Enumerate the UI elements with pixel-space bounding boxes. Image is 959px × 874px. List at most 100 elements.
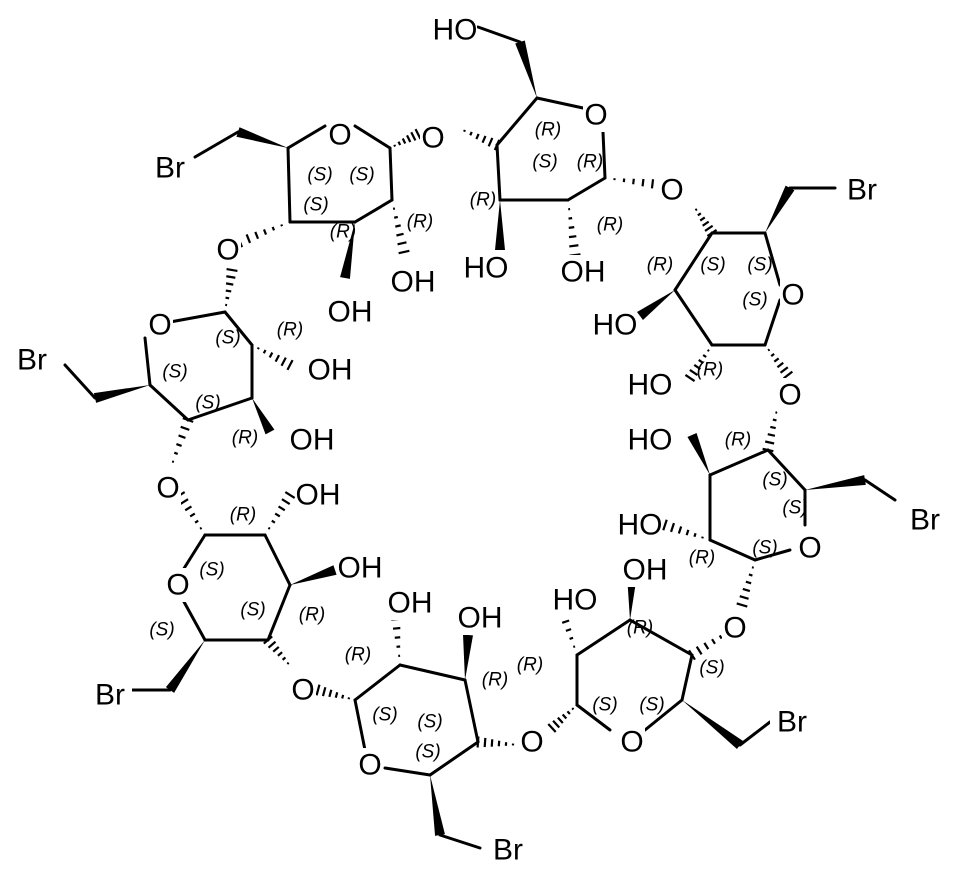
wedge-bond: [430, 775, 445, 836]
stereo-descriptor: (S): [349, 165, 374, 186]
stereo-descriptor: (S): [303, 195, 328, 216]
bromine-label: Br: [777, 706, 807, 739]
hashed-bond: [547, 707, 575, 733]
wedge-bond: [495, 200, 505, 250]
stereo-descriptor: (R): [647, 255, 673, 276]
hashed-bond: [684, 349, 710, 382]
single-bond: [398, 663, 467, 682]
stereo-descriptor: (S): [747, 255, 772, 276]
single-bond: [353, 124, 392, 150]
single-bond: [353, 698, 367, 752]
single-bond: [628, 618, 694, 657]
hydroxyl-label: HO: [618, 509, 663, 542]
single-bond: [186, 396, 254, 422]
hydroxyl-label: OH: [296, 479, 341, 512]
single-bond: [168, 310, 227, 324]
hydroxyl-label: OH: [308, 354, 353, 387]
stereo-descriptor: (S): [240, 600, 265, 621]
wedge-bond: [687, 432, 710, 475]
single-bond: [766, 448, 807, 492]
ring-oxygen-label: O: [781, 279, 804, 312]
wedge-bond: [340, 222, 355, 279]
single-bond: [495, 96, 539, 147]
atom-label-background: [593, 308, 637, 342]
ring-oxygen-label: O: [148, 309, 171, 342]
atom-label-background: [623, 553, 667, 587]
stereo-descriptor: (R): [627, 618, 653, 639]
stereo-descriptor: (R): [535, 120, 561, 141]
atom-label-background: [147, 308, 173, 342]
stereo-descriptor: (S): [307, 165, 332, 186]
single-bond: [763, 298, 782, 347]
hydroxyl-label: HO: [628, 369, 673, 402]
hashed-bond: [392, 207, 410, 255]
single-bond: [193, 130, 240, 159]
single-bond: [223, 310, 254, 347]
atom-label-background: [553, 583, 597, 617]
hashed-bond: [236, 224, 284, 248]
single-bond: [148, 383, 190, 422]
stereo-descriptor: (S): [782, 498, 807, 519]
bond-layer: [63, 25, 897, 850]
single-bond: [181, 533, 207, 572]
atom-label-background: [777, 378, 803, 412]
hydroxyl-label: HO: [628, 424, 673, 457]
wedge-bond: [805, 475, 866, 490]
hashed-bond: [463, 129, 501, 151]
glycosidic-oxygen-label: O: [660, 174, 683, 207]
wedge-bond: [93, 385, 150, 403]
bromine-label: Br: [95, 679, 125, 712]
hashed-bond: [171, 417, 194, 464]
atom-label-background: [433, 13, 477, 47]
wedge-bond: [290, 565, 337, 585]
stereo-descriptor: (R): [470, 190, 496, 211]
glycosidic-oxygen-label: O: [291, 674, 314, 707]
hashed-bond: [476, 736, 515, 748]
glycosidic-oxygen-label: O: [156, 472, 179, 505]
bromine-label: Br: [847, 174, 877, 207]
stereo-descriptor: (R): [330, 222, 356, 243]
single-bond: [495, 143, 502, 202]
hashed-bond: [568, 207, 581, 257]
stereo-descriptor: (R): [725, 430, 751, 451]
single-bond: [353, 198, 394, 224]
single-bond: [463, 678, 480, 744]
stereo-descriptor: (R): [517, 655, 543, 676]
stereo-descriptor: (S): [417, 712, 442, 733]
atom-label-background: [148, 151, 192, 185]
stereo-descriptor: (S): [742, 290, 767, 311]
ring-oxygen-label: O: [166, 569, 189, 602]
hydroxyl-label: HO: [593, 309, 638, 342]
wedge-bond: [165, 640, 205, 693]
stereo-descriptor: (S): [700, 255, 725, 276]
bromine-label: Br: [493, 834, 523, 867]
stereo-descriptor: (R): [299, 605, 325, 626]
stereo-descriptor: (S): [752, 538, 777, 559]
stereo-descriptor: (R): [482, 670, 508, 691]
hydroxyl-label: OH: [561, 256, 606, 289]
single-bond: [263, 533, 292, 587]
wedge-bond: [236, 127, 288, 148]
hydroxyl-label: OH: [458, 602, 503, 635]
glycosidic-oxygen-label: O: [216, 234, 239, 267]
atom-label-background: [290, 423, 334, 457]
hydroxyl-label: OH: [623, 554, 668, 587]
single-bond: [863, 478, 897, 502]
stereo-descriptor: (S): [199, 560, 224, 581]
ring-oxygen-label: O: [328, 119, 351, 152]
atom-label-background: [388, 586, 432, 620]
glycosidic-oxygen-label: O: [723, 612, 746, 645]
hashed-bond: [762, 411, 778, 453]
atom-label-background: [308, 353, 352, 387]
stereo-descriptor: (S): [639, 695, 664, 716]
atom-label-background: [561, 255, 605, 289]
stereo-descriptor: (R): [345, 645, 371, 666]
wedge-bond: [252, 398, 275, 435]
stereo-descriptor: (R): [577, 152, 603, 173]
single-bond: [181, 598, 207, 642]
stereo-descriptor: (S): [699, 658, 724, 679]
atom-label-background: [88, 678, 132, 712]
hashed-bond: [393, 128, 422, 147]
